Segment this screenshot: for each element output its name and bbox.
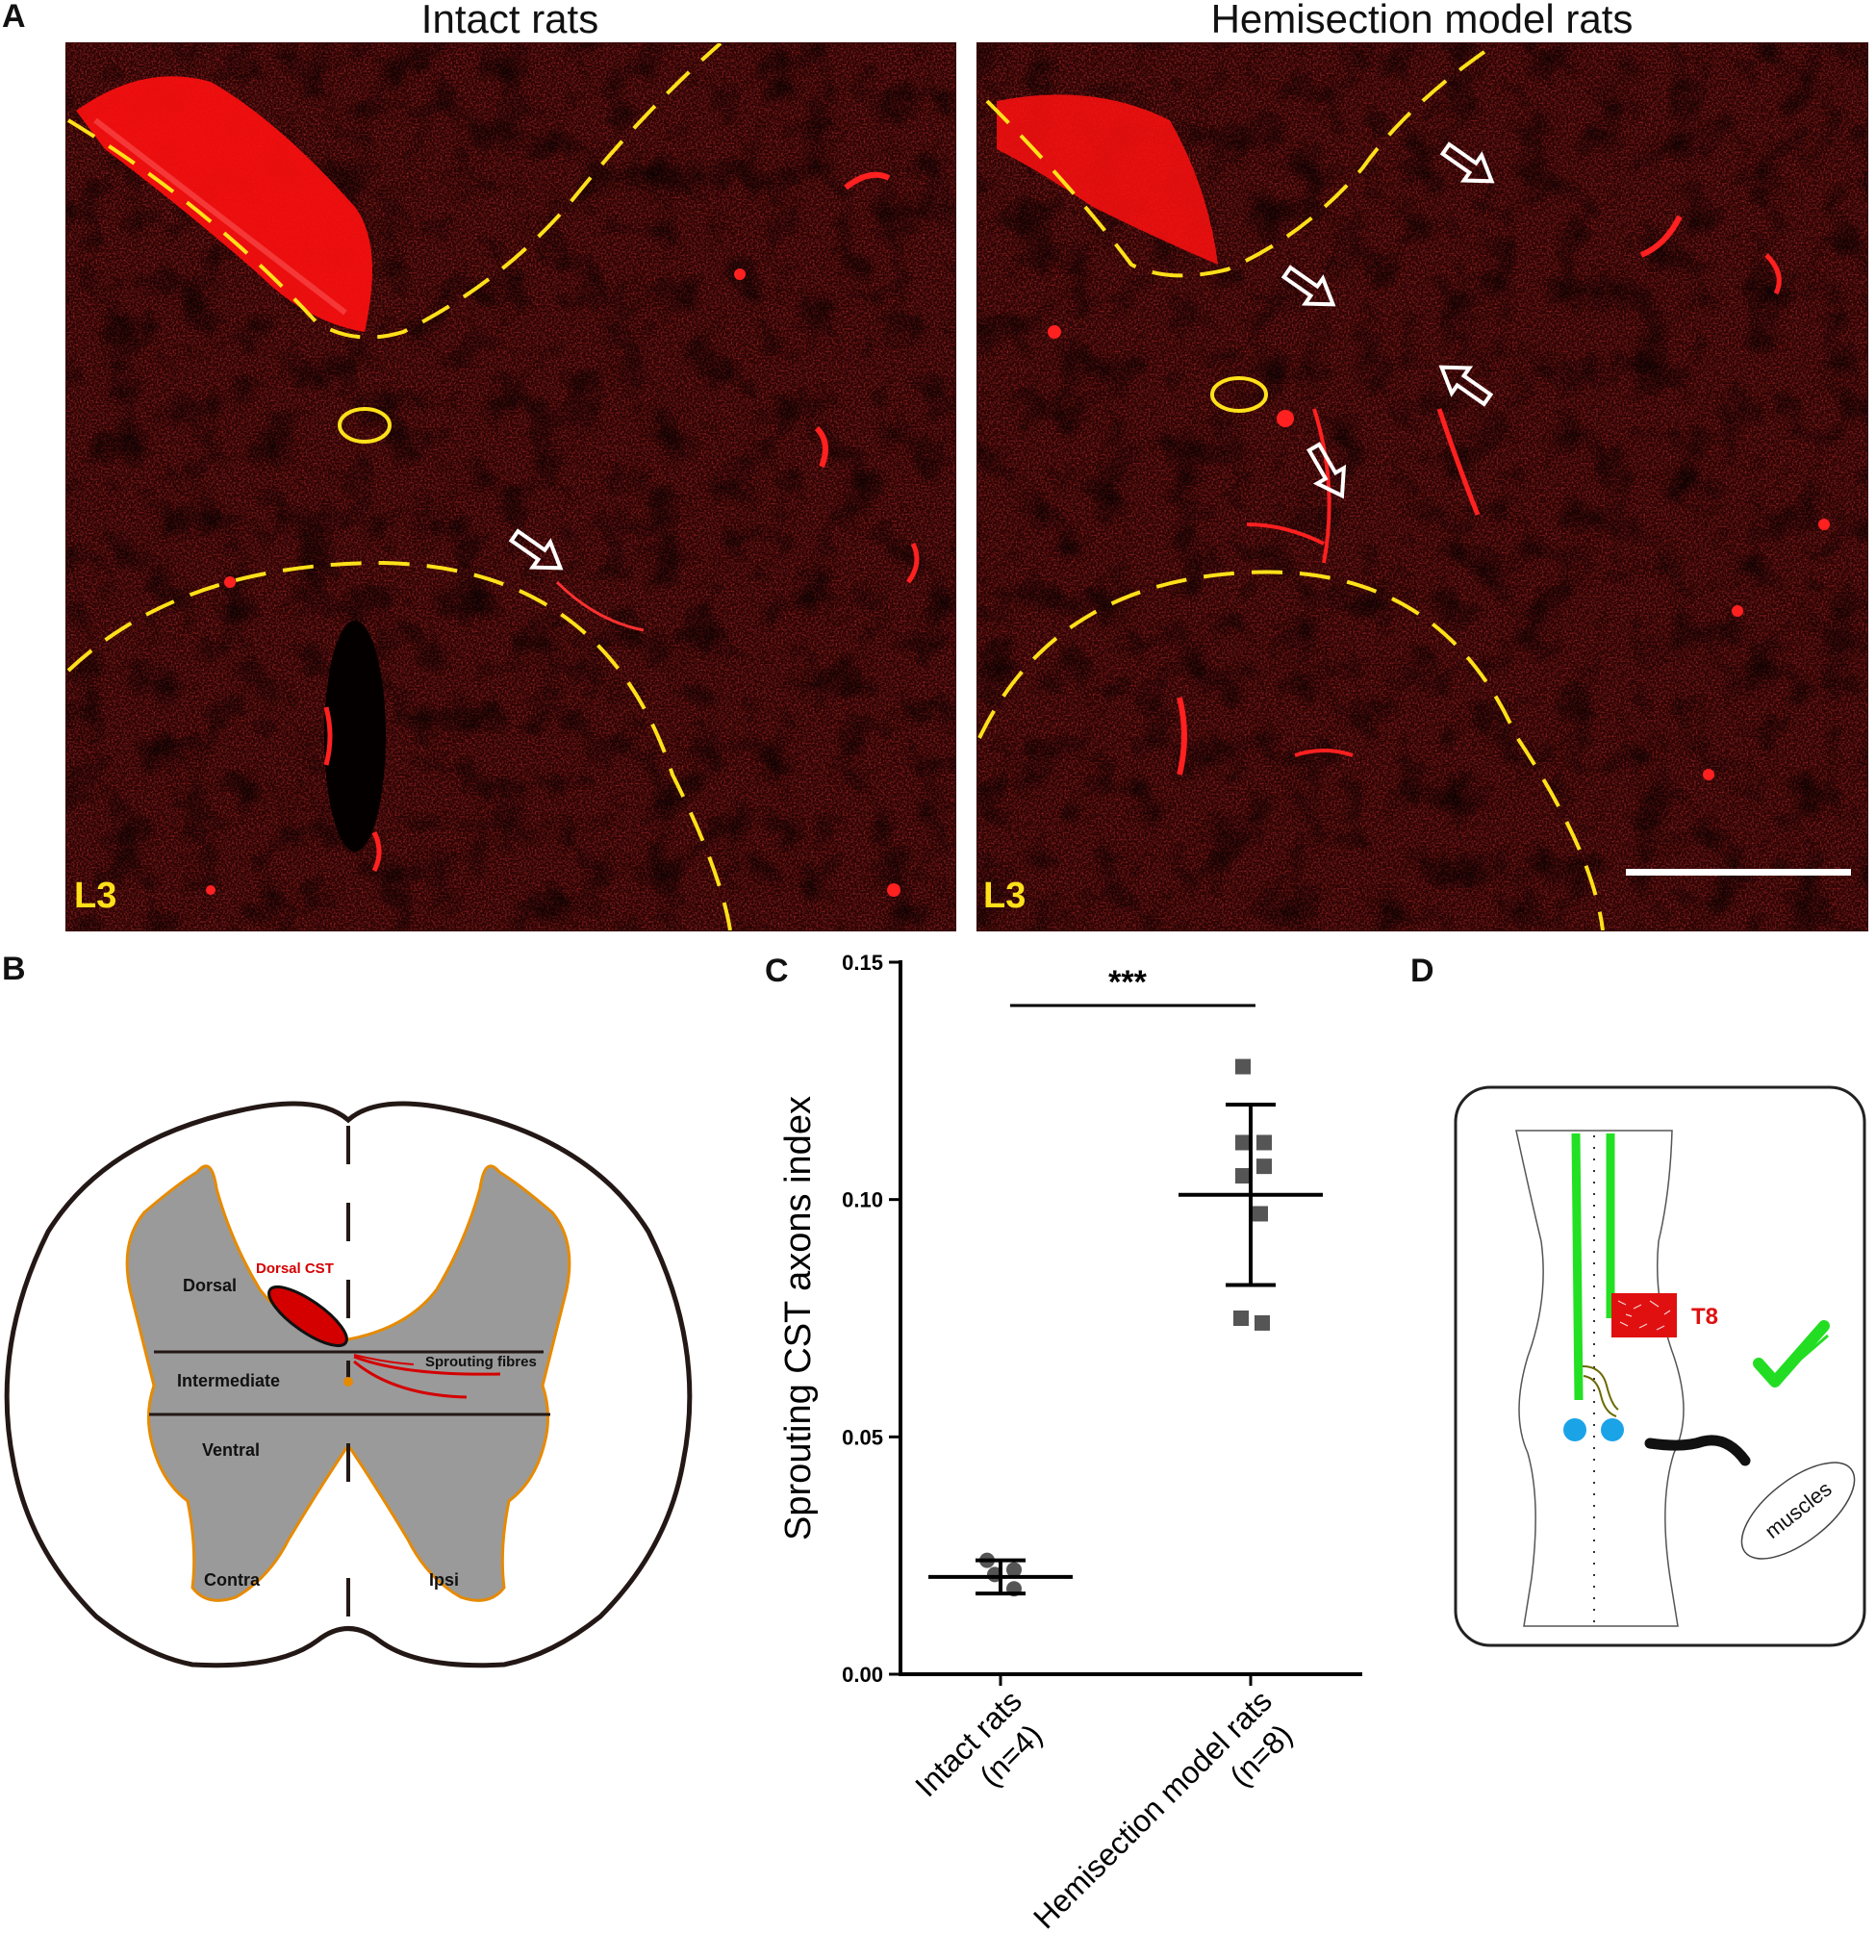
y-tick-label-3: 0.15 — [842, 953, 883, 975]
data-point-1-5 — [1253, 1206, 1268, 1222]
label-dorsal-cst: Dorsal CST — [256, 1260, 334, 1277]
label-ventral: Ventral — [202, 1440, 260, 1460]
data-point-1-4 — [1235, 1168, 1251, 1184]
y-tick-label-0: 0.00 — [842, 1663, 883, 1687]
data-point-1-7 — [1255, 1314, 1270, 1331]
x-tick-label-0: Intact rats(n=4) — [908, 1683, 1055, 1830]
label-dorsal: Dorsal — [183, 1276, 237, 1295]
x-tick-label-1: Hemisection model rats(n=8) — [1027, 1683, 1306, 1960]
spinal-cord-schematic: T8 muscles — [1454, 1085, 1866, 1647]
data-point-0-1 — [1006, 1562, 1022, 1578]
intact-rats-title: Intact rats — [420, 0, 599, 41]
significance-stars: *** — [1108, 964, 1147, 1001]
cord-silhouette — [1515, 1130, 1685, 1627]
label-ipsi: Ipsi — [429, 1570, 459, 1590]
t8-lesion — [1611, 1293, 1677, 1337]
level-label-intact: L3 — [74, 876, 117, 916]
dorsal-cst-tract — [267, 1285, 348, 1347]
label-intermediate: Intermediate — [177, 1371, 280, 1390]
data-point-1-2 — [1235, 1134, 1251, 1151]
spinal-cord-diagram: Dorsal CST Dorsal Sprouting fibres Inter… — [4, 1101, 693, 1668]
y-tick-label-2: 0.10 — [842, 1188, 883, 1212]
panel-b-letter: B — [2, 951, 26, 987]
data-point-1-3 — [1256, 1158, 1272, 1175]
y-axis-label: Sprouting CST axons index — [778, 1096, 819, 1540]
label-contra: Contra — [204, 1570, 261, 1590]
label-sprouting-fibres: Sprouting fibres — [425, 1354, 537, 1370]
level-label-hemisection: L3 — [983, 876, 1027, 916]
nerve — [1644, 1435, 1751, 1466]
data-point-1-6 — [1233, 1311, 1249, 1326]
data-point-1-1 — [1256, 1134, 1272, 1151]
micrograph-intact: L3 — [65, 42, 956, 931]
left-cst-tract — [1571, 1133, 1584, 1401]
muscle-ellipse — [1740, 1462, 1856, 1560]
scale-bar — [1626, 869, 1851, 876]
micrograph-hemisection: L3 — [976, 42, 1868, 931]
data-point-1-0 — [1235, 1058, 1251, 1075]
left-motor-neuron — [1563, 1418, 1586, 1441]
panel-c-letter: C — [765, 953, 789, 989]
hemisection-rats-title: Hemisection model rats — [1210, 0, 1634, 41]
panel-a-letter: A — [2, 0, 26, 35]
y-tick-label-1: 0.05 — [842, 1425, 883, 1449]
right-motor-neuron — [1601, 1418, 1624, 1441]
t8-label: T8 — [1691, 1304, 1718, 1330]
panel-d-letter: D — [1410, 953, 1434, 989]
